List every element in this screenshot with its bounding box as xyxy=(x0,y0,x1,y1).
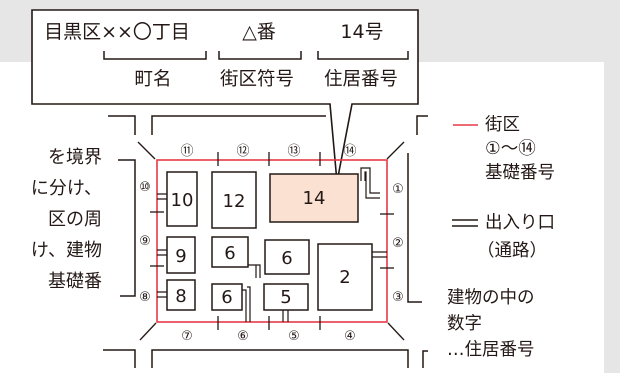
right-edge-background xyxy=(604,0,620,373)
legend-building-line-1: 建物の中の xyxy=(447,288,535,308)
block-dividers xyxy=(150,152,394,330)
legend-block-range: ①〜⑭ xyxy=(485,139,536,159)
entrance-8 xyxy=(157,291,167,298)
bracket-town xyxy=(103,51,207,60)
lot-number-2: ② xyxy=(392,236,404,251)
label-town-name: 町名 xyxy=(134,69,171,90)
lot-number-13: ⑬ xyxy=(287,144,300,159)
block-right-edge xyxy=(407,153,422,303)
block-top-center xyxy=(151,115,326,135)
building-6-lower xyxy=(211,283,243,311)
body-text-line-5: 基礎番 xyxy=(48,271,102,292)
block-upper-left-edge xyxy=(118,159,136,297)
building-10-number: 10 xyxy=(171,190,194,211)
buildings xyxy=(166,171,373,311)
entrance-14 xyxy=(360,167,380,199)
block-bottom-left xyxy=(103,349,136,368)
address-block: △番 xyxy=(242,21,276,43)
road-corner-ticks xyxy=(137,141,405,341)
legend-building-line-2: 数字 xyxy=(447,314,482,334)
body-text-line-1: を境界 xyxy=(48,147,102,168)
lot-number-5: ⑤ xyxy=(288,329,300,344)
building-10 xyxy=(166,171,198,227)
lot-number-12: ⑫ xyxy=(236,144,249,159)
building-6-upper xyxy=(211,236,249,268)
entrance-9 xyxy=(157,249,167,256)
block-top-left xyxy=(108,115,136,135)
callout-box xyxy=(31,9,419,183)
bracket-block xyxy=(218,51,302,60)
building-12-number: 12 xyxy=(223,191,246,212)
lot-number-1: ① xyxy=(392,182,404,197)
lot-number-4: ④ xyxy=(344,329,356,344)
block-bottom-right xyxy=(422,350,428,368)
building-2 xyxy=(317,243,373,311)
entrance-10 xyxy=(157,193,167,200)
building-6-right xyxy=(264,239,310,275)
building-9-number: 9 xyxy=(175,246,186,267)
address-town: 目黒区××〇丁目 xyxy=(44,21,190,43)
lot-number-8: ⑧ xyxy=(139,290,151,305)
legend-block-label: 街区 xyxy=(485,115,520,135)
lot-number-9: ⑨ xyxy=(139,234,151,249)
lot-number-14: ⑭ xyxy=(343,144,356,159)
lot-number-10: ⑩ xyxy=(139,180,151,195)
address-house: 14号 xyxy=(340,21,383,43)
bracket-house xyxy=(317,51,409,60)
entrance-5 xyxy=(282,310,289,322)
lot-number-7: ⑦ xyxy=(181,329,193,344)
entrance-passages xyxy=(157,167,387,322)
entrance-6-lower xyxy=(242,286,251,322)
lot-number-6: ⑥ xyxy=(237,329,249,344)
entrance-2 xyxy=(372,251,387,258)
building-8-number: 8 xyxy=(175,286,186,307)
legend-building-line-3: …住居番号 xyxy=(447,340,535,360)
legend-block-desc: 基礎番号 xyxy=(485,163,555,183)
block-bottom-center xyxy=(151,349,409,368)
building-6-lower-number: 6 xyxy=(221,287,232,308)
building-14-number: 14 xyxy=(303,188,326,209)
block-top-right xyxy=(416,115,428,135)
building-14 xyxy=(269,173,359,223)
surrounding-blocks xyxy=(103,115,428,368)
building-6-right-number: 6 xyxy=(281,248,292,269)
lot-number-3: ③ xyxy=(392,290,404,305)
building-9 xyxy=(166,236,196,274)
legend-entrance-desc: （通路） xyxy=(477,241,547,261)
label-block-code: 街区符号 xyxy=(220,69,294,90)
building-5-number: 5 xyxy=(280,287,291,308)
body-text-line-3: 区の周 xyxy=(48,209,102,230)
lot-number-11: ⑪ xyxy=(180,144,193,159)
entrance-6-upper xyxy=(248,264,261,278)
building-2-number: 2 xyxy=(339,267,350,288)
building-8 xyxy=(166,279,196,311)
body-text-line-2: に分け、 xyxy=(30,178,102,199)
legend-entrance-marker xyxy=(452,219,478,227)
legend-entrance-label: 出入り口 xyxy=(485,213,555,233)
label-house-number: 住居番号 xyxy=(324,69,398,90)
block-boundary xyxy=(156,159,388,323)
building-12 xyxy=(211,171,257,229)
building-5 xyxy=(263,283,309,311)
body-text-line-4: け、建物 xyxy=(30,240,102,261)
building-6-upper-number: 6 xyxy=(224,243,235,264)
